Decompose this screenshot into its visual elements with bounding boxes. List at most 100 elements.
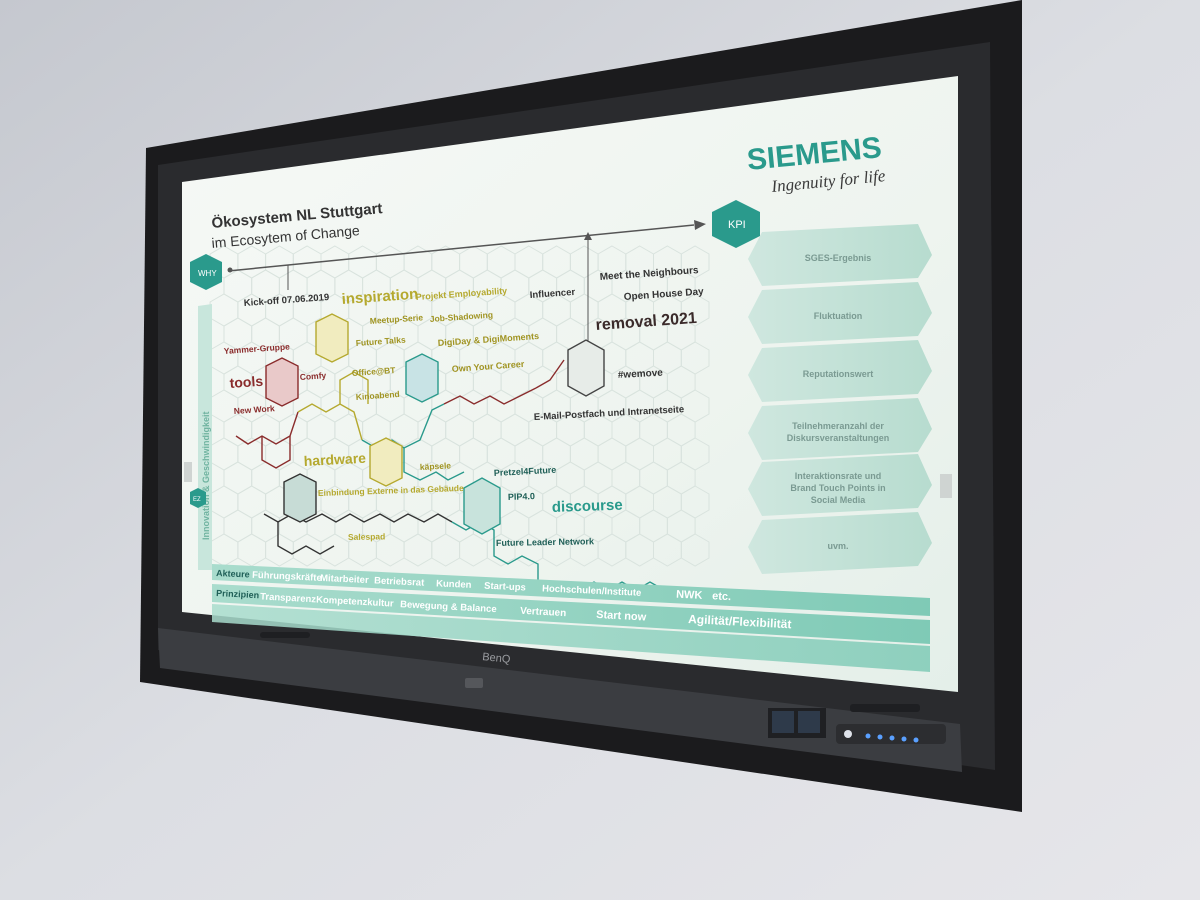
timeline-start-dot (227, 267, 233, 273)
kpi-box (748, 512, 932, 574)
prinzipien-item: Bewegung & Balance (400, 599, 497, 615)
side-handle-right[interactable] (940, 474, 952, 498)
kpi-label: SGES-Ergebnis (805, 253, 872, 263)
tools-hexagon (265, 357, 299, 407)
kpi-label: uvm. (827, 541, 848, 551)
akteure-label: Akteure (216, 568, 250, 580)
comfy-label: Comfy (299, 370, 326, 382)
timeline-arrowhead-icon (694, 220, 706, 230)
office-bt-label: Office@BT (351, 365, 396, 378)
path-tools (235, 411, 299, 445)
path-red-2 (443, 387, 537, 405)
path-inspiration (297, 403, 363, 441)
kpi-box (748, 340, 932, 402)
inspiration-label: inspiration (341, 286, 419, 308)
kpi-label: Social Media (811, 495, 867, 505)
kpi-label: Brand Touch Points in (790, 483, 885, 493)
control-button-1[interactable] (772, 711, 794, 733)
removal-hexagon (567, 339, 605, 397)
innovation-sidebar-label: Innovation & Geschwindigkeit (201, 411, 211, 540)
discourse-hexagon (463, 477, 501, 535)
kapsele-label: käpsele (420, 460, 452, 472)
pretzel-label: Pretzel4Future (494, 465, 557, 478)
prinzipien-label: Prinzipien (216, 588, 259, 600)
path-teal-2 (403, 448, 465, 481)
timeline-line (227, 224, 695, 272)
monitor-sensor (465, 678, 483, 688)
prinzipien-band (212, 584, 930, 644)
akteure-item: etc. (712, 590, 731, 603)
side-handle-left[interactable] (184, 462, 192, 482)
akteure-item: Betriebsrat (374, 575, 425, 588)
wemove-label: #wemove (618, 368, 664, 381)
akteure-item: Start-ups (484, 581, 526, 594)
path-lower-3 (277, 522, 335, 555)
kpi-label: Reputationswert (803, 369, 874, 379)
inspiration-hexagon (315, 313, 349, 363)
prinzipien-band-lower (212, 604, 930, 672)
stylus-tray-left (260, 632, 310, 638)
why-hexagon (190, 254, 222, 290)
kpi-label: Fluktuation (814, 311, 863, 321)
pip-label: PIP4.0 (508, 491, 535, 502)
ez-label: EZ (193, 497, 201, 503)
prinzipien-item: Vertrauen (520, 606, 567, 619)
control-button-2[interactable] (798, 711, 820, 733)
control-led-3 (889, 735, 895, 741)
why-label: WHY (198, 269, 217, 278)
control-led-1 (865, 733, 871, 739)
path-red-lower (261, 436, 291, 469)
kpi-box (748, 454, 932, 516)
prinzipien-item: Kompetenzkultur (316, 595, 394, 610)
ez-hexagon (190, 488, 206, 508)
power-button[interactable] (844, 730, 852, 738)
path-olive-mid (339, 371, 369, 404)
office-hexagon (405, 353, 439, 403)
akteure-item: Führungskräfte (252, 570, 322, 584)
tools-label: tools (229, 373, 264, 391)
akteure-item: Mitarbeiter (320, 573, 369, 586)
akteure-band (212, 564, 930, 616)
discourse-label: discourse (552, 497, 623, 516)
removal-marker-arrow-icon (584, 232, 592, 240)
prinzipien-item: Start now (596, 609, 647, 624)
control-led-2 (877, 734, 883, 740)
control-led-5 (913, 737, 919, 743)
kpi-box (748, 224, 932, 286)
kpi-label: KPI (728, 219, 746, 231)
new-work-label: New Work (233, 403, 275, 416)
path-red-3 (535, 359, 565, 389)
einbindung-hexagon (283, 473, 317, 523)
salespad-label: Salespad (348, 531, 385, 542)
power-strip (836, 724, 946, 744)
akteure-item: Hochschulen/Institute (542, 583, 642, 598)
monitor-speaker-bar (158, 628, 962, 772)
kinoabend-label: Kinoabend (355, 389, 400, 402)
prinzipien-item: Transparenz (260, 591, 317, 605)
kpi-box (748, 398, 932, 460)
background-hex-cell (680, 533, 710, 567)
akteure-item: Kunden (436, 578, 472, 591)
monitor-brand-logo: BenQ (482, 651, 512, 666)
stylus-tray (850, 704, 920, 712)
prinzipien-item: Agilität/Flexibilität (688, 612, 792, 631)
kpi-label: Diskursveranstaltungen (787, 433, 890, 443)
hardware-hexagon (369, 437, 403, 487)
meetup-label: Meetup-Serie (369, 312, 423, 326)
control-led-4 (901, 736, 907, 742)
future-leader-label: Future Leader Network (496, 536, 595, 548)
kpi-list: SGES-ErgebnisFluktuationReputationswertT… (748, 224, 932, 574)
akteure-item: NWK (676, 589, 703, 602)
kpi-label: Interaktionsrate und (795, 471, 882, 481)
yammer-label: Yammer-Gruppe (223, 341, 290, 356)
hardware-label: hardware (303, 450, 366, 469)
influencer-label: Influencer (529, 287, 575, 301)
kpi-label: Teilnehmeranzahl der (792, 421, 884, 431)
job-shadowing-label: Job-Shadowing (429, 310, 493, 324)
future-talks-label: Future Talks (355, 335, 406, 348)
kpi-box (748, 282, 932, 344)
kpi-hexagon (712, 200, 760, 248)
